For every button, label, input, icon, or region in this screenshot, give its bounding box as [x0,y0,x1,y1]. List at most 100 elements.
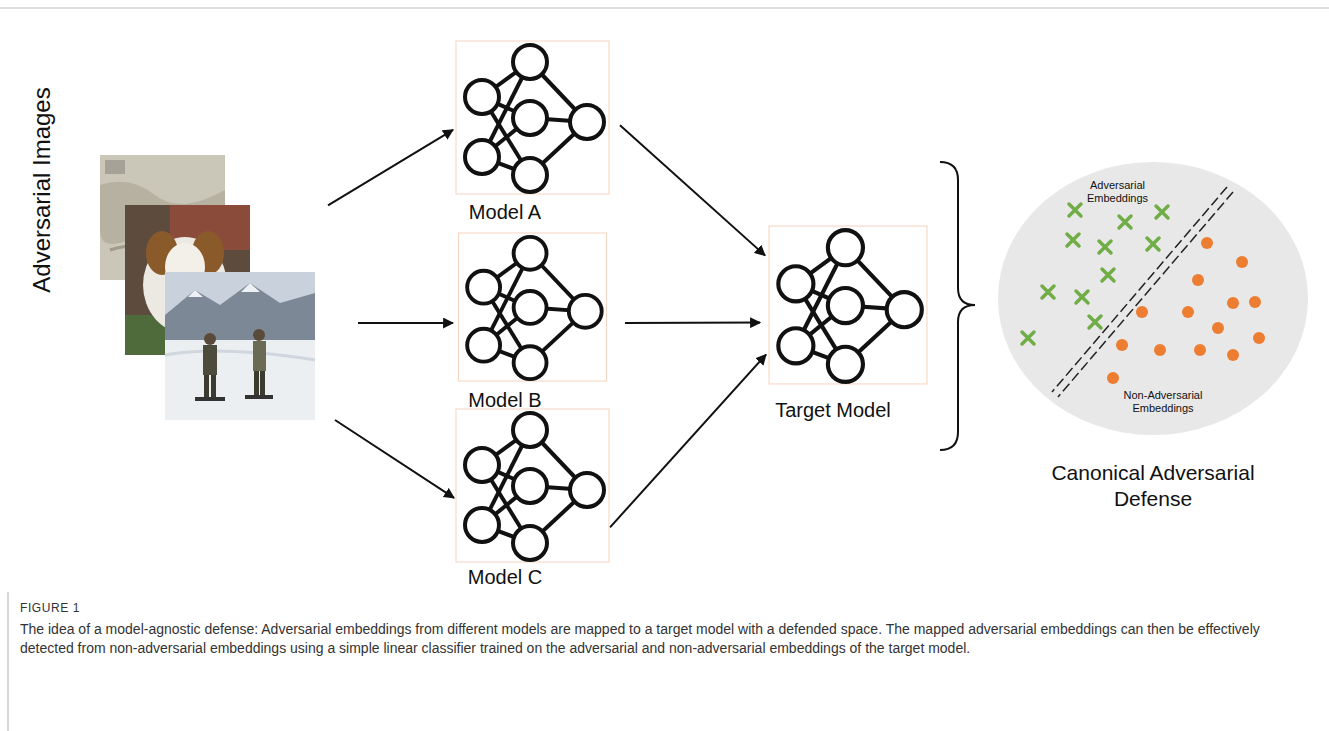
wall-patch [105,160,125,174]
frame-rule [0,7,1329,8]
region-label: Non-Adversarial Embeddings [1118,389,1208,415]
network-model: Model C [455,408,610,563]
snow-track [165,351,315,360]
frame-rule [7,592,8,731]
model-label: Model A [455,200,555,224]
flow-arrow [335,420,454,498]
space-title: Canonical Adversarial Defense [1033,460,1273,512]
network-neuron [465,80,499,114]
clean-point [1136,306,1148,318]
network-neuron [570,105,604,139]
images-graphic [100,155,315,420]
clean-point [1194,344,1206,356]
model-label: Target Model [768,398,898,422]
image-stack: Adversarial Images [100,155,315,420]
net-graphic [455,232,610,382]
network-neuron [570,473,604,507]
adversarial-point [1022,332,1034,344]
network-neuron [465,140,499,174]
net-graphic [455,408,610,563]
network-neuron [513,45,547,79]
clean-point [1116,339,1128,351]
network-neuron [513,101,547,135]
clean-point [1182,306,1194,318]
flow-arrow [358,322,453,324]
network-neuron [828,347,863,382]
space-ellipse [998,162,1308,435]
network-neuron [828,288,863,323]
figure-number: FIGURE 1 [20,601,80,615]
network-model: Model B [455,232,610,382]
network-neuron [887,292,922,327]
model-label: Model B [455,388,555,412]
snow-cap [188,283,260,297]
adversarial-point [1069,204,1081,216]
figure-caption: The idea of a model-agnostic defense: Ad… [20,620,1310,658]
network-neuron [465,508,499,542]
network-neuron [569,295,602,328]
adversarial-point [1102,269,1114,281]
skier-head [253,329,265,341]
snow-photo [165,272,315,420]
adversarial-point [1099,241,1111,253]
adversarial-point [1156,206,1168,218]
decision-boundary [1052,187,1227,392]
snowboard [195,397,225,401]
clean-point [1192,274,1204,286]
icon-frame [456,409,609,562]
network-neuron [465,448,499,482]
clean-point [1201,237,1213,249]
adversarial-point [1119,216,1131,228]
clean-point [1107,372,1119,384]
skier-leg [204,375,209,397]
network-model: Model A [455,40,610,195]
clean-point [1154,344,1166,356]
skier-leg [211,375,216,397]
clean-point [1249,296,1261,308]
curly-bracket [940,162,975,450]
clean-point [1227,297,1239,309]
network-neuron [467,271,500,304]
flow-arrow [328,130,453,205]
network-neuron [514,346,547,379]
network-neuron [513,526,547,560]
network-neuron [778,328,813,363]
target-network: Target Model [768,225,928,385]
adversarial-point [1089,316,1101,328]
icon-frame [458,233,606,381]
network-neuron [778,266,813,301]
adversarial-point [1067,234,1079,246]
net-graphic [768,225,928,385]
icon-frame [456,41,609,194]
flow-arrow [620,125,765,255]
icon-frame [769,226,927,384]
clean-point [1212,322,1224,334]
flow-arrow [610,355,766,528]
model-label: Model C [455,565,555,589]
adversarial-point [1076,291,1088,303]
skier-leg [254,371,259,395]
skier-leg [260,371,265,395]
embedding-space: Adversarial EmbeddingsNon-Adversarial Em… [998,162,1308,435]
clean-point [1236,256,1248,268]
network-neuron [467,329,500,362]
adversarial-point [1042,286,1054,298]
snowboard [245,395,273,399]
net-graphic [455,40,610,195]
axis-title: Adversarial Images [28,87,57,292]
network-neuron [513,469,547,503]
region-label: Adversarial Embeddings [1080,179,1155,205]
clean-point [1227,349,1239,361]
network-neuron [513,158,547,192]
network-neuron [513,413,547,447]
mountains [165,283,315,340]
adversarial-point [1147,238,1159,250]
skier-head [204,333,216,345]
flow-arrow [625,322,760,324]
network-neuron [514,291,547,324]
network-neuron [828,230,863,265]
skier [253,341,266,371]
network-neuron [514,237,547,270]
